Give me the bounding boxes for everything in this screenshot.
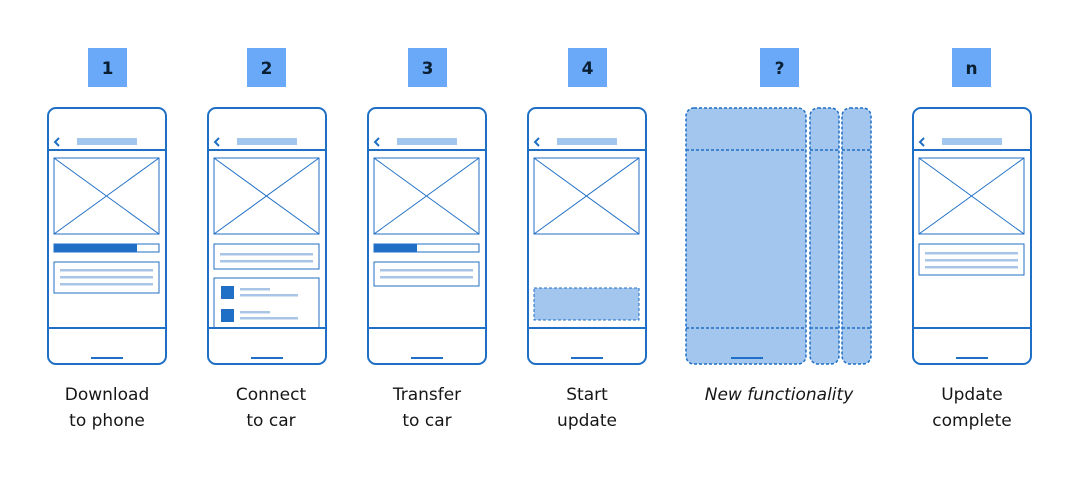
caption-transfer-line1: Transfer — [392, 385, 462, 405]
text-card — [918, 243, 1025, 276]
stacked-screen-back — [841, 107, 872, 365]
text-card — [213, 243, 320, 270]
caption-start-update: Start update — [497, 382, 677, 434]
transfer-progress-bar — [373, 243, 480, 253]
text-card — [373, 261, 480, 287]
image-placeholder-icon — [533, 157, 640, 235]
phone-transfer — [367, 107, 487, 365]
image-placeholder-icon — [918, 157, 1025, 235]
download-progress-bar — [53, 243, 160, 253]
phone-update-complete — [912, 107, 1032, 365]
phone-download — [47, 107, 167, 365]
image-placeholder-icon — [373, 157, 480, 235]
step-badge-1: 1 — [88, 48, 127, 87]
phone-new-functionality-stack — [685, 107, 872, 365]
header-title-placeholder — [397, 138, 457, 145]
step-badge-unknown-label: ? — [775, 59, 785, 79]
caption-download: Download to phone — [17, 382, 197, 434]
caption-download-line2: to phone — [69, 411, 145, 431]
phone-start-update — [527, 107, 647, 365]
stacked-screen-middle — [809, 107, 840, 365]
image-placeholder-icon — [213, 157, 320, 235]
stacked-screen-front — [685, 107, 807, 365]
caption-connect: Connect to car — [181, 382, 361, 434]
caption-new-functionality: New functionality — [689, 382, 869, 408]
header-title-placeholder — [942, 138, 1002, 145]
step-badge-4-label: 4 — [582, 59, 594, 79]
back-chevron-icon — [53, 137, 60, 147]
caption-update-complete: Update complete — [882, 382, 1062, 434]
back-chevron-icon — [373, 137, 380, 147]
text-card — [53, 261, 160, 294]
caption-connect-line1: Connect — [235, 385, 307, 405]
header-title-placeholder — [77, 138, 137, 145]
step-badge-n-label: n — [965, 59, 977, 79]
device-square-icon — [221, 309, 234, 322]
step-badge-2-label: 2 — [261, 59, 273, 79]
caption-start-update-line2: update — [557, 411, 617, 431]
caption-update-complete-line2: complete — [932, 411, 1012, 431]
step-badge-unknown: ? — [760, 48, 799, 87]
device-list — [213, 277, 320, 328]
caption-start-update-line1: Start — [566, 385, 608, 405]
back-chevron-icon — [213, 137, 220, 147]
step-badge-n: n — [952, 48, 991, 87]
step-badge-3: 3 — [408, 48, 447, 87]
caption-new-functionality-line1: New functionality — [704, 385, 854, 405]
caption-update-complete-line1: Update — [941, 385, 1003, 405]
step-badge-1-label: 1 — [102, 59, 114, 79]
back-chevron-icon — [918, 137, 925, 147]
caption-transfer: Transfer to car — [337, 382, 517, 434]
step-badge-4: 4 — [568, 48, 607, 87]
step-badge-3-label: 3 — [422, 59, 434, 79]
caption-download-line1: Download — [64, 385, 150, 405]
image-placeholder-icon — [53, 157, 160, 235]
caption-connect-line2: to car — [246, 411, 296, 431]
device-square-icon — [221, 286, 234, 299]
start-update-button-placeholder — [533, 287, 640, 321]
caption-transfer-line2: to car — [402, 411, 452, 431]
back-chevron-icon — [533, 137, 540, 147]
header-title-placeholder — [557, 138, 617, 145]
step-badge-2: 2 — [247, 48, 286, 87]
phone-connect — [207, 107, 327, 365]
header-title-placeholder — [237, 138, 297, 145]
